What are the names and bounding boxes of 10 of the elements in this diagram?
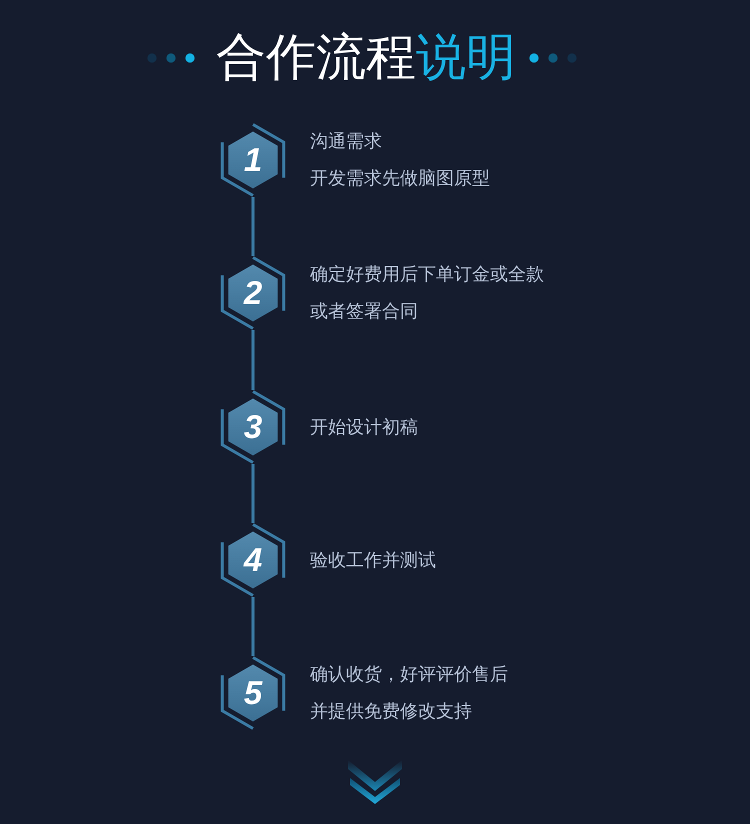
step-text: 验收工作并测试 — [310, 548, 436, 572]
connector-line — [252, 597, 254, 656]
connector-line — [252, 464, 254, 523]
step-text: 开始设计初稿 — [310, 416, 418, 440]
step-text: 确认收货，好评评价售后并提供免费修改支持 — [310, 663, 509, 724]
connector-line — [252, 330, 254, 390]
connector-line — [252, 197, 254, 256]
step-text: 沟通需求 — [310, 130, 382, 154]
step-text: 开发需求先做脑图原型 — [310, 167, 490, 191]
step-text: 确定好费用后下单订金或全款或者签署合同 — [310, 263, 545, 324]
